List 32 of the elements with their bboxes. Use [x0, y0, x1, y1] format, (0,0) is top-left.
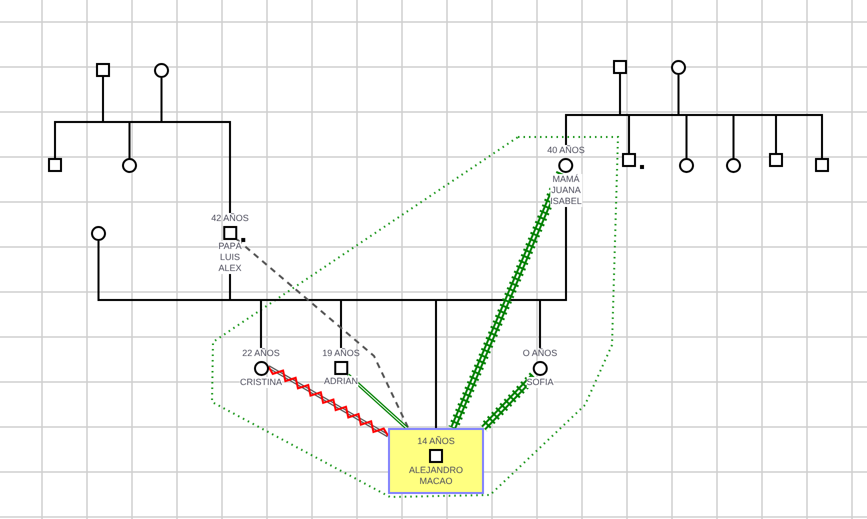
male-symbol [769, 153, 783, 167]
conflict-line [268, 365, 389, 438]
fused-relation-line [480, 372, 538, 432]
name-label: ADRIAN [324, 376, 358, 387]
female-symbol [671, 60, 686, 75]
age-label: 19 AÑOS [322, 348, 360, 360]
family-line [678, 75, 823, 158]
male-symbol [96, 63, 110, 77]
name-label: PAPÁ LUIS ALEX [218, 241, 242, 274]
age-label: 22 AÑOS [242, 348, 280, 360]
family-line [98, 241, 231, 301]
name-label: ALEJANDRO MACAO [408, 464, 464, 486]
age-label: 42 AÑOS [211, 213, 249, 225]
age-label: 14 AÑOS [417, 436, 455, 446]
distant-relation-line [236, 238, 410, 428]
index-person-box [388, 428, 484, 494]
female-symbol [726, 158, 741, 173]
female-symbol [679, 158, 694, 173]
name-label: SOFIA [526, 377, 554, 388]
male-symbol [613, 60, 627, 74]
age-label: 40 AÑOS [547, 145, 585, 157]
age-label: O AÑOS [522, 348, 558, 360]
male-symbol [815, 158, 829, 172]
female-symbol [91, 226, 106, 241]
male-symbol [48, 158, 62, 172]
family-line [539, 207, 567, 348]
female-symbol [154, 63, 169, 78]
female-symbol [122, 158, 137, 173]
name-label: MAMÁ JUANA ISABEL [550, 174, 582, 207]
close-relation-line [346, 374, 408, 430]
name-label: CRISTINA [240, 377, 282, 388]
fused-relation-line [448, 171, 566, 430]
